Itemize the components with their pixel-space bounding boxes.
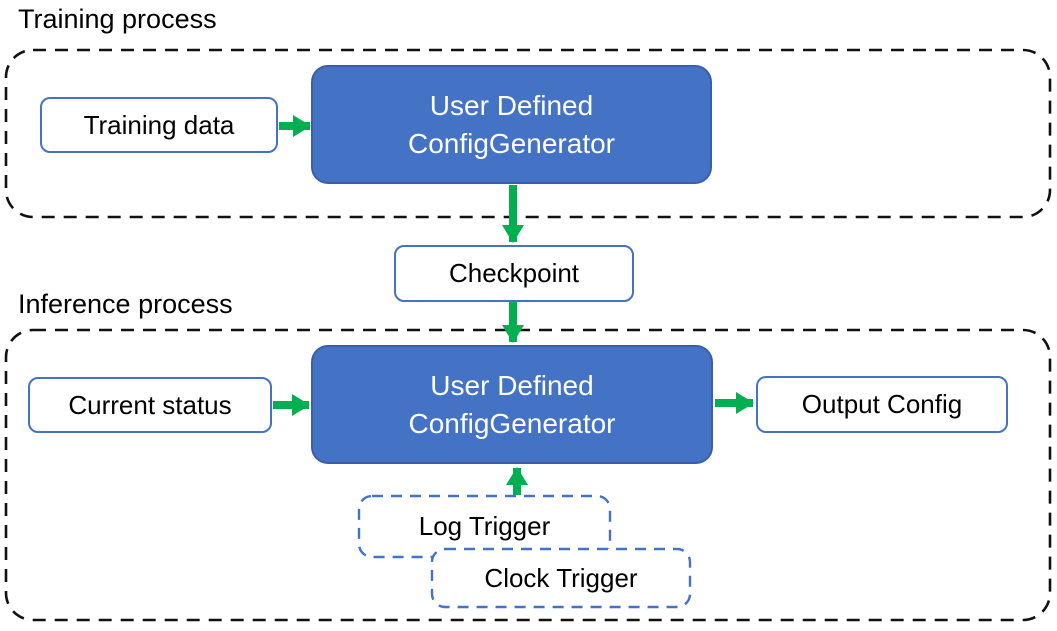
log-trigger-label: Log Trigger — [418, 511, 551, 541]
output-config-box: Output Config — [756, 376, 1008, 433]
inference-config-generator-line2: ConfigGenerator — [408, 407, 616, 439]
current-status-box: Current status — [28, 377, 272, 433]
training-config-generator-line2: ConfigGenerator — [407, 127, 615, 159]
training-config-generator-line1: User Defined — [429, 89, 594, 121]
log-trigger-box — [357, 494, 612, 559]
inference-process-label: Inference process — [18, 289, 233, 319]
training-config-generator-box: User Defined ConfigGenerator — [311, 65, 712, 184]
inference-config-generator-line1: User Defined — [430, 369, 594, 401]
training-data-box: Training data — [40, 97, 278, 153]
inference-config-generator-box: User Defined ConfigGenerator — [311, 345, 713, 464]
training-process-container — [4, 48, 1052, 219]
training-process-label: Training process — [18, 4, 217, 34]
inference-process-container — [4, 328, 1052, 622]
checkpoint-box: Checkpoint — [394, 245, 634, 302]
clock-trigger-label: Clock Trigger — [484, 562, 638, 593]
clock-trigger-box — [430, 547, 692, 609]
